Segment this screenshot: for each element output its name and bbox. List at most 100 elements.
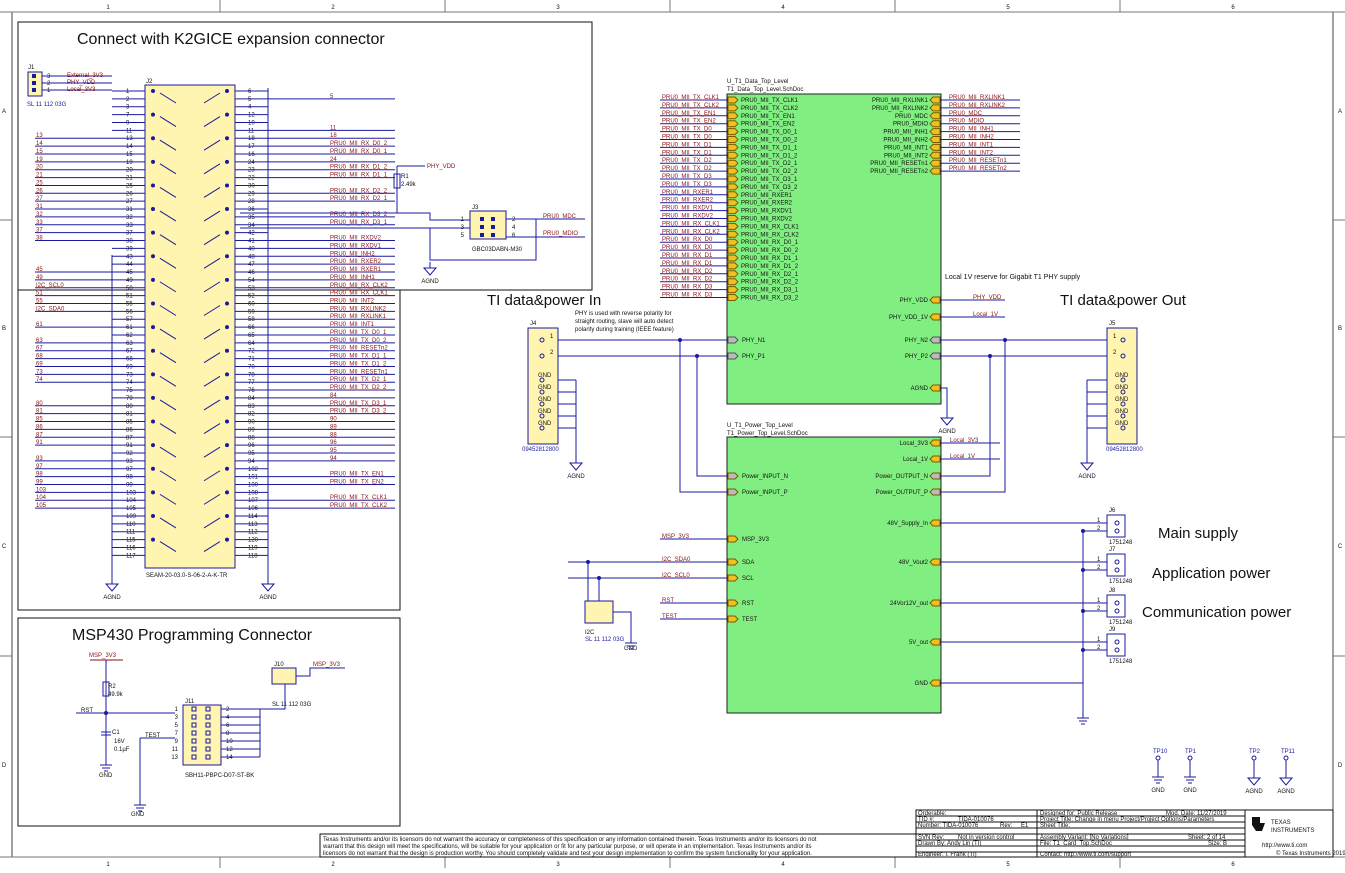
data-port-right: PRU0_MII_INT2 [884,153,929,159]
right-net-label: 18 [330,133,337,139]
j2-pin-left: 91 [126,443,133,449]
junction [695,354,699,358]
j2-pin-left: 55 [126,301,133,307]
j11-pin-square [205,746,211,752]
data-port-left: PRU0_MII_RX_CLK2 [741,232,799,238]
data-port-left: PRU0_MII_RX_CLK1 [741,224,799,230]
j2-contact-arm [203,234,221,246]
j2-contact-arm [203,257,221,269]
data-port-right: PRU0_MII_RESETn1 [870,161,928,167]
j2-pin-left: 93 [126,459,133,465]
data-net-right: PRU0_MII_INT2 [949,150,994,156]
pwr-port-right-flag [929,384,941,392]
testpoint-gnd-label: GND [1151,788,1165,794]
r1-net: PHY_VDD [427,164,456,170]
j2-contact-arm [203,163,221,175]
data-net-left: PRU0_MII_RX_D2 [662,269,713,275]
data-net-right: PRU0_MDIO [949,119,984,125]
right-net-label: PRU0_MII_TX_D2_1 [330,377,387,383]
j2-pin-left: 38 [126,239,133,245]
j2-contact-right [225,513,229,518]
j2-contact-right [225,136,229,141]
j11-body [182,704,222,766]
data-port-left: PRU0_MII_TX_D3_2 [741,185,798,191]
j2-pin-right: 35 [248,215,255,221]
right-net-label: 90 [330,417,337,423]
left-net-label: 27 [36,196,43,202]
j3-net-mdio: PRU0_MDIO [543,231,578,237]
data-port-left-flag [727,151,739,159]
j2-contact-left [151,419,155,424]
data-port-right: PRU0_MII_INH2 [883,138,928,144]
data-net-left: PRU0_MII_RX_D3 [662,285,713,291]
pwr-net-right: Local_1V [973,312,998,318]
right-net-label: PRU0_MII_TX_CLK2 [330,503,388,509]
j1-pin-square [32,81,36,85]
j2-contact-arm [203,517,221,529]
data-port-left: PRU0_MII_TX_D0_1 [741,130,798,136]
data-port-left-flag [727,175,739,183]
j11-to-j10 [260,684,286,710]
j2-pin-right: 11 [248,128,255,134]
data-port-left: PRU0_MII_RX_D3_2 [741,296,799,302]
j2-pin-right: 118 [248,553,258,559]
data-port-left: PRU0_MII_RX_D0_2 [741,248,799,254]
left-net-label: 103 [36,487,47,493]
right-net-label: PRU0_MII_RX_D1_1 [330,173,388,179]
j2-contact-right [225,301,229,306]
j2-pin-left: 49 [126,278,133,284]
r1-ref: R1 [401,174,409,180]
data-net-left: PRU0_MII_TX_D0 [662,127,712,133]
testpoint-gnd-label: GND [1183,788,1197,794]
tb-orderable: Orderable: [918,811,947,817]
data-net-left: PRU0_MII_TX_EN1 [662,111,716,117]
supply-pin-contact [1114,647,1120,653]
right-net-label: PRU0_MII_TX_D0_1 [330,330,387,336]
ruler-row-right: A [1338,109,1342,115]
j2-contact-right [225,325,229,330]
j2-contact-left [151,537,155,542]
data-net-left: PRU0_MII_RXER2 [662,198,714,204]
j11-pin-left: 13 [171,755,178,761]
j2-pin-right: 107 [248,498,259,504]
j11-pin-square [191,738,197,744]
data-net-left: PRU0_MII_TX_CLK2 [662,103,720,109]
j2-pin-right: 4 [248,105,252,111]
tb-mod: Mod. Date: 11/27/2019 [1166,811,1227,817]
supply-connector-ref: J8 [1109,588,1116,594]
data-port-left: PRU0_MII_RX_D2_1 [741,272,799,278]
power-port-left: SCL [742,576,754,582]
j2-pin-left: 57 [126,317,133,323]
right-net-label: PRU0_MII_RX_CLK1 [330,291,388,297]
j2-pin-left: 7 [126,113,130,119]
j2-pin-right: 89 [248,427,255,433]
j2-pin-left: 37 [126,231,133,237]
supply-connector-ref: J9 [1109,627,1116,633]
j2-pin-left: 75 [126,388,133,394]
j11-pin-square [191,754,197,760]
j2-contact-arm [159,257,177,269]
j2-pin-right: 40 [248,246,255,252]
data-port-left: PRU0_MII_RXDV2 [741,217,793,223]
left-net-label: 31 [36,204,43,210]
j2-pin-right: 100 [248,483,259,489]
ruler-row-right: C [1338,544,1343,550]
j4-part: 09452812800 [522,447,559,453]
data-port-left-flag [727,120,739,128]
data-port-left-flag [727,143,739,151]
r1-to-j3 [397,212,470,221]
power-block-body [726,436,942,714]
i2c-body [584,600,614,624]
power-block-name: U_T1_Power_Top_Level [727,423,793,429]
data-net-left: PRU0_MII_TX_D3 [662,174,712,180]
j2-contact-left [151,254,155,259]
j3-pin-square [491,217,495,221]
j2-contact-right [225,490,229,495]
j2-pin-right: 53 [248,286,255,292]
supply-connector-body [1106,553,1126,577]
data-port-left-flag [727,262,739,270]
testpoint-ref: TP10 [1153,749,1168,755]
j2-contact-arm [159,92,177,104]
agnd-right-triangle [260,583,276,592]
j2-pin-left: 33 [126,223,133,229]
